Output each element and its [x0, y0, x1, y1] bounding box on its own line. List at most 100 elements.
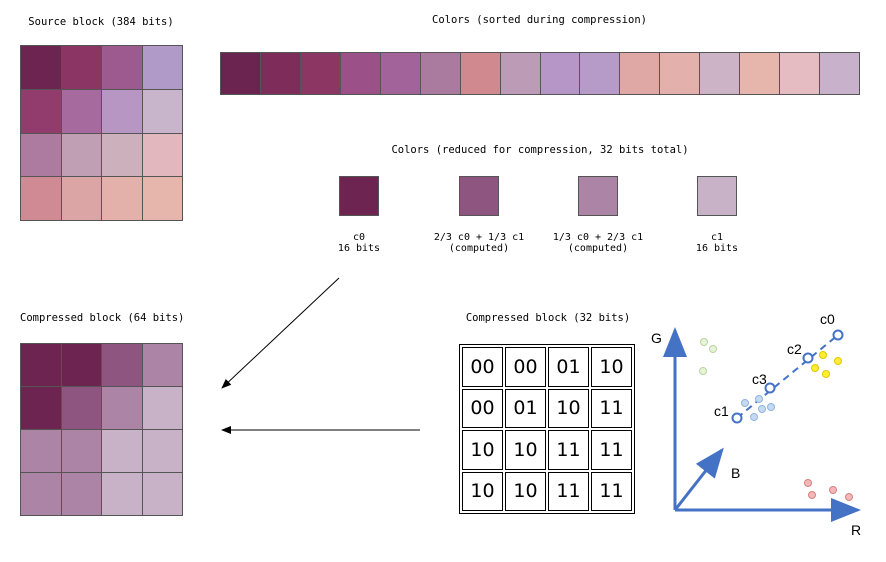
- red-point: [808, 491, 816, 499]
- sorted-color-cell: [780, 53, 821, 95]
- sorted-color-cell: [221, 53, 261, 95]
- swatch-mix-1-3-c0-caption: 1/3 c0 + 2/3 c1(computed): [552, 232, 644, 254]
- blue-point: [767, 403, 775, 411]
- compressed-64-title: Compressed block (64 bits): [20, 312, 185, 324]
- marker-c3: [764, 382, 776, 394]
- blue-point: [755, 395, 763, 403]
- label-c1: c1: [714, 403, 729, 419]
- sorted-color-cell: [620, 53, 661, 95]
- index-cell: 00: [462, 388, 503, 428]
- sorted-color-cell: [260, 53, 301, 95]
- index-cell: 11: [548, 471, 589, 511]
- sorted-color-cell: [740, 53, 781, 95]
- source-pixel: [142, 133, 183, 178]
- compressed-pixel: [61, 387, 102, 430]
- green-point: [700, 338, 708, 346]
- marker-c0: [832, 329, 844, 341]
- source-block-title: Source block (384 bits): [28, 16, 174, 28]
- blue-point: [741, 399, 749, 407]
- index-cell: 01: [505, 388, 546, 428]
- source-pixel: [61, 133, 102, 178]
- sorted-color-cell: [380, 53, 421, 95]
- compressed-block-64: [20, 343, 183, 516]
- sorted-color-cell: [820, 53, 860, 95]
- source-pixel: [61, 46, 102, 90]
- axis-r-label: R: [851, 522, 861, 538]
- sorted-color-cell: [500, 53, 541, 95]
- marker-c1: [731, 412, 743, 424]
- label-c2: c2: [787, 341, 802, 357]
- yellow-cluster: [811, 351, 842, 378]
- sorted-color-cell: [660, 53, 701, 95]
- index-cell: 11: [591, 388, 632, 428]
- index-cell: 10: [462, 430, 503, 470]
- red-point: [845, 493, 853, 501]
- compressed-pixel: [142, 430, 183, 473]
- source-pixel: [142, 46, 183, 90]
- index-cell: 10: [591, 347, 632, 387]
- sorted-colors-title: Colors (sorted during compression): [432, 14, 647, 26]
- blue-point: [758, 405, 766, 413]
- sorted-color-cell: [540, 53, 581, 95]
- compressed-pixel: [61, 473, 102, 516]
- arrow-reduced-to-compressed: [221, 277, 340, 389]
- swatch-mix-1-3-c0: [578, 176, 618, 216]
- sorted-color-cell: [460, 53, 501, 95]
- source-block: [20, 45, 183, 221]
- reduced-colors-title: Colors (reduced for compression, 32 bits…: [391, 144, 689, 156]
- sorted-color-cell: [700, 53, 741, 95]
- compressed-pixel: [21, 473, 62, 516]
- green-cluster: [699, 338, 717, 375]
- swatch-mix-2-3-c0: [459, 176, 499, 216]
- index-cell: 10: [505, 471, 546, 511]
- source-pixel: [21, 46, 62, 90]
- compressed-pixel: [21, 387, 62, 430]
- swatch-c0: [339, 176, 379, 216]
- compressed-pixel: [102, 387, 143, 430]
- sorted-color-cell: [420, 53, 461, 95]
- sorted-color-cell: [300, 53, 341, 95]
- axis-g-label: G: [651, 330, 662, 346]
- axis-b-label: B: [731, 465, 740, 481]
- compressed-pixel: [102, 473, 143, 516]
- yellow-point: [822, 370, 830, 378]
- sorted-color-cell: [580, 53, 621, 95]
- index-cell: 10: [462, 471, 503, 511]
- compressed-pixel: [102, 430, 143, 473]
- sorted-color-cell: [340, 53, 381, 95]
- source-pixel: [102, 133, 143, 178]
- index-cell: 11: [591, 430, 632, 470]
- swatch-mix-2-3-c0-caption: 2/3 c0 + 1/3 c1(computed): [433, 232, 525, 254]
- source-pixel: [102, 89, 143, 134]
- compressed-32-title: Compressed block (32 bits): [465, 312, 631, 324]
- source-pixel: [61, 177, 102, 221]
- compressed-pixel: [142, 473, 183, 516]
- red-cluster: [804, 479, 853, 501]
- index-cell: 01: [548, 347, 589, 387]
- source-pixel: [21, 133, 62, 178]
- compressed-pixel: [102, 344, 143, 387]
- source-pixel: [21, 177, 62, 221]
- axis-b-line: [673, 447, 724, 511]
- source-pixel: [21, 89, 62, 134]
- label-c3: c3: [752, 371, 767, 387]
- index-cell: 00: [505, 347, 546, 387]
- red-point: [829, 486, 837, 494]
- green-point: [699, 367, 707, 375]
- source-pixel: [102, 46, 143, 90]
- source-pixel: [61, 89, 102, 134]
- index-cell: 10: [548, 388, 589, 428]
- marker-c2: [802, 352, 814, 364]
- index-cell: 10: [505, 430, 546, 470]
- index-cell: 11: [591, 471, 632, 511]
- index-cell: 00: [462, 347, 503, 387]
- compressed-pixel: [142, 387, 183, 430]
- yellow-point: [819, 351, 827, 359]
- compressed-pixel: [61, 430, 102, 473]
- compressed-pixel: [21, 430, 62, 473]
- source-pixel: [142, 89, 183, 134]
- source-pixel: [102, 177, 143, 221]
- blue-point: [750, 413, 758, 421]
